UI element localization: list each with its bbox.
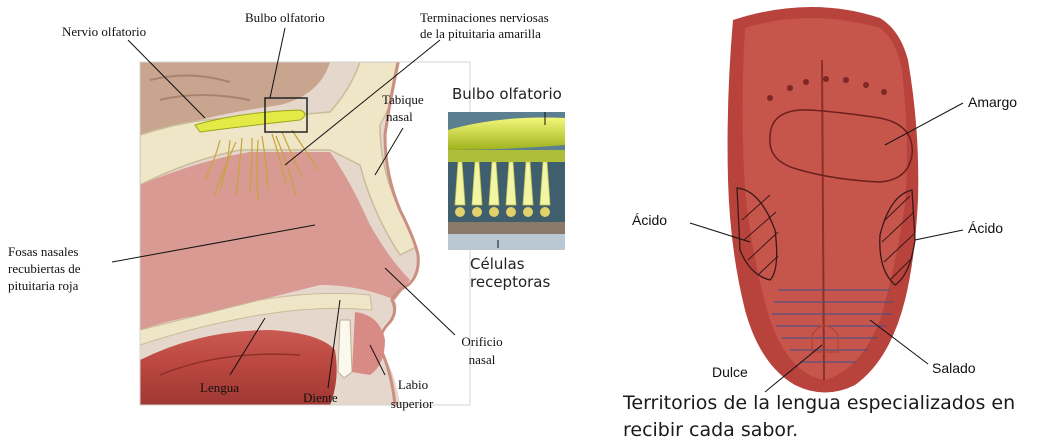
label-labio-2: superior [380,396,444,411]
inset-cells-1: Células [470,256,525,273]
label-orificio-1: Orificio [452,334,512,349]
label-bulbo-olfatorio: Bulbo olfatorio [245,10,325,25]
label-orificio-2: nasal [452,352,512,367]
label-acido-right: Ácido [968,220,1003,236]
label-salado: Salado [932,360,976,376]
label-nervio-olfatorio: Nervio olfatorio [62,24,146,39]
label-tabique-1: Tabique [382,92,424,107]
label-terminaciones-2: de la pituitaria amarilla [420,26,566,41]
label-amargo: Amargo [968,94,1017,110]
label-diente: Diente [303,390,338,405]
label-fosas-3: pituitaria roja [8,278,78,293]
label-acido-left: Ácido [632,212,667,228]
label-fosas-2: recubiertas de [8,261,81,276]
caption-line-2: recibir cada sabor. [623,417,1053,444]
label-labio-1: Labio [388,377,438,392]
inset-cells-2: receptoras [470,274,550,291]
caption-line-1: Territorios de la lengua especializados … [623,390,1053,417]
tongue-caption: Territorios de la lengua especializados … [623,390,1053,444]
label-lengua: Lengua [200,380,239,395]
label-fosas-1: Fosas nasales [8,244,78,259]
inset-title: Bulbo olfatorio [452,86,565,103]
label-terminaciones-1: Terminaciones nerviosas [420,10,566,25]
label-dulce: Dulce [712,364,748,380]
olfactory-inset [448,112,565,250]
label-tabique-2: nasal [386,109,413,124]
